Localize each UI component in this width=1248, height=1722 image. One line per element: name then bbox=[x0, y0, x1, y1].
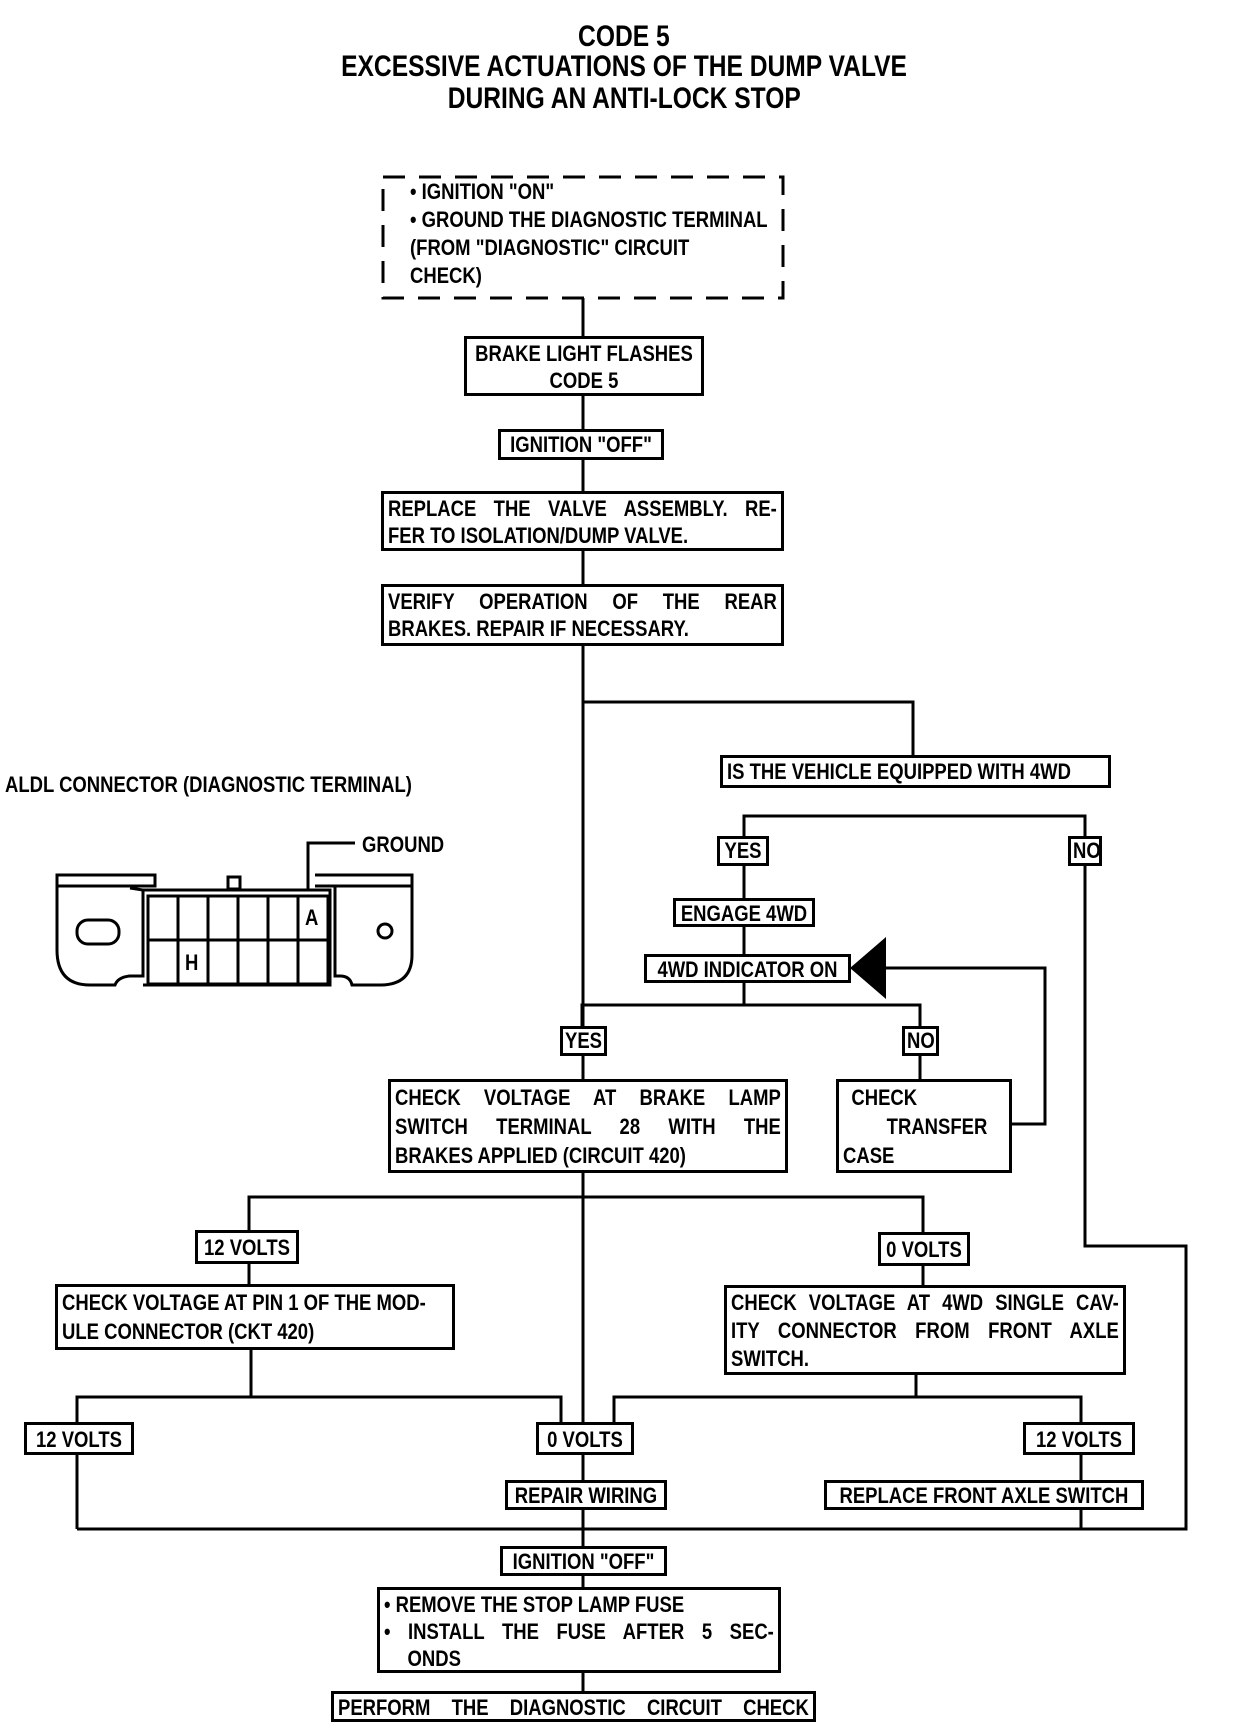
replace-front-axle-switch-box: REPLACE FRONT AXLE SWITCH bbox=[824, 1480, 1144, 1510]
repair-wiring-box: REPAIR WIRING bbox=[505, 1480, 667, 1510]
title-line-2: EXCESSIVE ACTUATIONS OF THE DUMP VALVE bbox=[341, 50, 907, 83]
no-label-1: NO bbox=[1068, 836, 1102, 866]
ignition-off-box-2: IGNITION "OFF" bbox=[500, 1546, 667, 1576]
connector-to-4wd bbox=[583, 700, 915, 755]
aldl-connector-drawing bbox=[55, 841, 414, 987]
branch-indicator bbox=[580, 1003, 922, 1026]
12-volts-label-b: 12 VOLTS bbox=[24, 1422, 134, 1455]
12-volts-label-a: 12 VOLTS bbox=[195, 1230, 299, 1264]
aldl-connector-label: ALDL CONNECTOR (DIAGNOSTIC TERMINAL) bbox=[5, 772, 412, 797]
is-4wd-box: IS THE VEHICLE EQUIPPED WITH 4WD bbox=[720, 755, 1111, 788]
branch-4wd bbox=[742, 814, 1087, 836]
ignition-off-box-1: IGNITION "OFF" bbox=[498, 429, 664, 460]
fuse-box: • REMOVE THE STOP LAMP FUSE• INSTALL THE… bbox=[377, 1587, 781, 1673]
pin-h-label: H bbox=[185, 950, 199, 975]
yes-label-1: YES bbox=[717, 836, 769, 866]
ground-label: GROUND bbox=[362, 832, 445, 857]
branch-pin1 bbox=[75, 1395, 563, 1422]
title-line-3: DURING AN ANTI-LOCK STOP bbox=[447, 82, 801, 115]
check-4wd-connector-box: CHECK VOLTAGE AT 4WD SINGLE CAV-ITY CONN… bbox=[724, 1285, 1126, 1375]
branch-brake-lamp bbox=[247, 1195, 925, 1232]
start-conditions-box: • IGNITION "ON" • GROUND THE DIAGNOSTIC … bbox=[410, 179, 768, 288]
0-volts-label-a: 0 VOLTS bbox=[878, 1232, 970, 1266]
yes-label-2: YES bbox=[560, 1026, 607, 1056]
perform-diagnostic-check-box: PERFORM THE DIAGNOSTIC CIRCUIT CHECK bbox=[331, 1691, 816, 1722]
feedback-line bbox=[886, 966, 1047, 1126]
0-volts-label-b: 0 VOLTS bbox=[536, 1422, 634, 1455]
branch-4wd-conn bbox=[612, 1395, 1083, 1422]
title-line-1: CODE 5 bbox=[578, 20, 670, 53]
4wd-indicator-box: 4WD INDICATOR ON bbox=[644, 954, 851, 983]
pin-a-label: A bbox=[305, 905, 319, 930]
12-volts-label-c: 12 VOLTS bbox=[1023, 1422, 1135, 1455]
engage-4wd-box: ENGAGE 4WD bbox=[673, 898, 815, 927]
check-pin1-box: CHECK VOLTAGE AT PIN 1 OF THE MOD-ULE CO… bbox=[55, 1284, 455, 1350]
no-label-2: NO bbox=[902, 1026, 939, 1056]
arrow-left-icon bbox=[850, 937, 886, 999]
replace-valve-box: REPLACE THE VALVE ASSEMBLY. RE-FER TO IS… bbox=[381, 491, 784, 551]
